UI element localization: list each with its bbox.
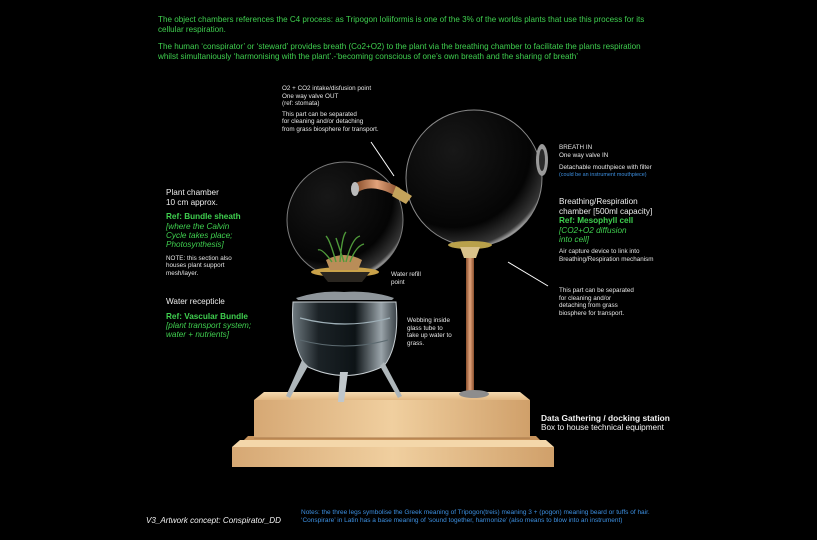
plant-chamber-desc: Photosynthesis] — [166, 240, 224, 250]
breath-in-label: BREATH IN One way valve IN Detachable mo… — [559, 144, 699, 179]
intake-line: (ref: stomata) — [282, 100, 320, 108]
intake-line: for cleaning and/or detaching — [282, 118, 364, 126]
plant-chamber-sphere — [286, 161, 404, 282]
mouthpiece — [536, 144, 548, 176]
water-refill-line: Water refill — [391, 271, 421, 278]
water-recepticle-ref: Ref: Vascular Bundle — [166, 311, 248, 321]
water-recepticle-desc: [plant transport system; — [166, 321, 252, 330]
intake-tube — [351, 179, 412, 204]
webbing-line: grass. — [407, 339, 425, 347]
separable-line: This part can be separated — [559, 287, 634, 294]
docking-subtitle: Box to house technical equipment — [541, 423, 664, 432]
breathing-chamber-label: Breathing/Respiration chamber [500ml cap… — [559, 197, 699, 264]
plant-chamber-note: houses plant support — [166, 262, 225, 270]
footer-note-line: ‘Conspirare’ in Latin has a base meaning… — [301, 517, 623, 525]
webbing-line: glass tube to — [407, 324, 443, 332]
plant-chamber-size: 10 cm approx. — [166, 197, 218, 207]
webbing-line: take up water to — [407, 332, 452, 340]
intake-line: One way valve OUT — [282, 92, 339, 100]
intake-label: O2 + CO2 intake/disfusion point One way … — [282, 85, 432, 134]
water-recepticle-label: Water recepticle Ref: Vascular Bundle [p… — [166, 297, 296, 340]
plant-chamber-desc: [where the Calvin — [166, 221, 230, 231]
header-line: The human ‘conspirator’ or ‘steward’ pro… — [158, 42, 641, 51]
water-refill-line: point — [391, 278, 405, 286]
footer-notes: Notes: the three legs symbolise the Gree… — [301, 509, 801, 526]
header-line: whilst simultaniously ‘harmonising with … — [158, 52, 579, 61]
docking-title: Data Gathering / docking station — [541, 413, 670, 423]
breath-in-line: One way valve IN — [559, 151, 609, 159]
plant-chamber-ref: Ref: Bundle sheath — [166, 212, 241, 222]
header-text: The object chambers references the C4 pr… — [158, 15, 798, 62]
separable-label: This part can be separated for cleaning … — [559, 287, 679, 317]
water-recepticle-title: Water recepticle — [166, 297, 225, 306]
separable-line: biosphere for transport. — [559, 309, 625, 317]
webbing-line: Webbing inside — [407, 317, 450, 324]
artwork-concept: V3_Artwork concept: Conspirator_DD — [146, 516, 281, 525]
breath-in-line: Detachable mouthpiece with filter — [559, 164, 652, 172]
docking-label: Data Gathering / docking station Box to … — [541, 413, 721, 433]
docking-station-base — [232, 392, 554, 467]
breathing-chamber-note: Breathing/Respiration mechanism — [559, 256, 654, 263]
plant-chamber-title: Plant chamber — [166, 188, 219, 197]
plant-chamber-desc: Cycle takes place; — [166, 231, 233, 240]
stand-tube — [459, 258, 489, 398]
breathing-chamber-title: Breathing/Respiration — [559, 197, 638, 206]
breathing-chamber-sphere — [405, 109, 543, 258]
plant-chamber-label: Plant chamber 10 cm approx. Ref: Bundle … — [166, 188, 276, 278]
water-refill-label: Water refill point — [391, 271, 451, 286]
plant-chamber-note: mesh/layer. — [166, 270, 199, 277]
water-recepticle-desc: water + nutrients] — [166, 330, 230, 340]
footer-note-line: Notes: the three legs symbolise the Gree… — [301, 509, 650, 516]
breathing-chamber-desc: [CO2+O2 diffusion — [559, 225, 627, 235]
plant-chamber-note: NOTE: this section also — [166, 254, 232, 262]
breathing-chamber-desc: into cell] — [559, 235, 590, 244]
header-line: The object chambers references the C4 pr… — [158, 15, 645, 24]
intake-line: from grass biosphere for transport. — [282, 125, 379, 133]
intake-line: This part can be separated — [282, 110, 357, 118]
breathing-chamber-capacity: chamber [500ml capacity] — [559, 206, 653, 216]
intake-line: O2 + CO2 intake/disfusion point — [282, 85, 372, 92]
separable-line: for cleaning and/or — [559, 294, 612, 302]
breathing-chamber-note: Air capture device to link into — [559, 248, 640, 256]
breath-in-note: (could be an instrument mouthpiece) — [559, 171, 647, 178]
separable-line: detaching from grass — [559, 302, 618, 310]
webbing-label: Webbing inside glass tube to take up wat… — [407, 317, 477, 347]
breathing-chamber-ref: Ref: Mesophyll cell — [559, 216, 634, 226]
header-line: cellular respiration. — [158, 25, 226, 34]
pointer-lines — [370, 141, 549, 287]
water-recepticle-glass — [286, 291, 402, 402]
breath-in-line: BREATH IN — [559, 144, 593, 151]
